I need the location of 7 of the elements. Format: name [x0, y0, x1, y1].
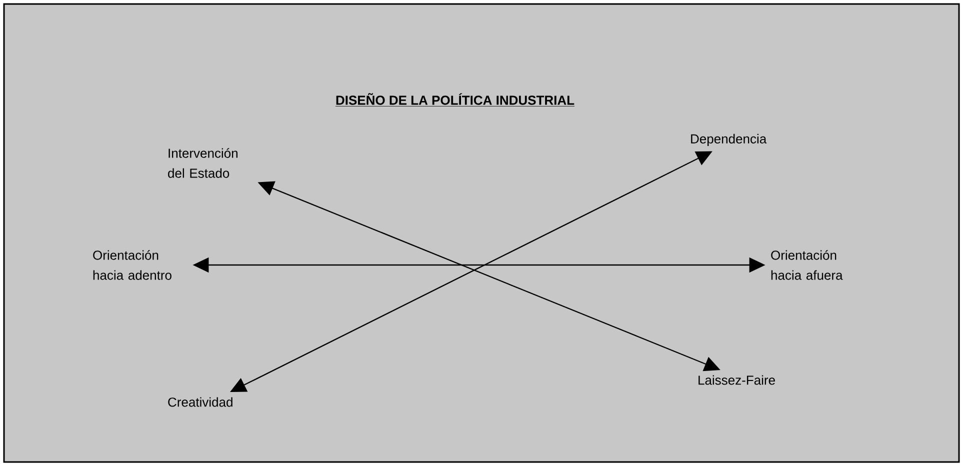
- text-label: Orientación hacia adentro: [93, 250, 172, 280]
- title: DISEÑO DE LA POLÍTICA INDUSTRIAL: [335, 93, 575, 106]
- text-label: Creatividad: [168, 397, 232, 407]
- text-label: Dependencia: [691, 134, 767, 146]
- text-label: Intervención del Estado: [168, 148, 238, 178]
- text-label: Orientación hacia afuera: [771, 250, 843, 280]
- text-label: Laissez-Faire: [698, 375, 775, 385]
